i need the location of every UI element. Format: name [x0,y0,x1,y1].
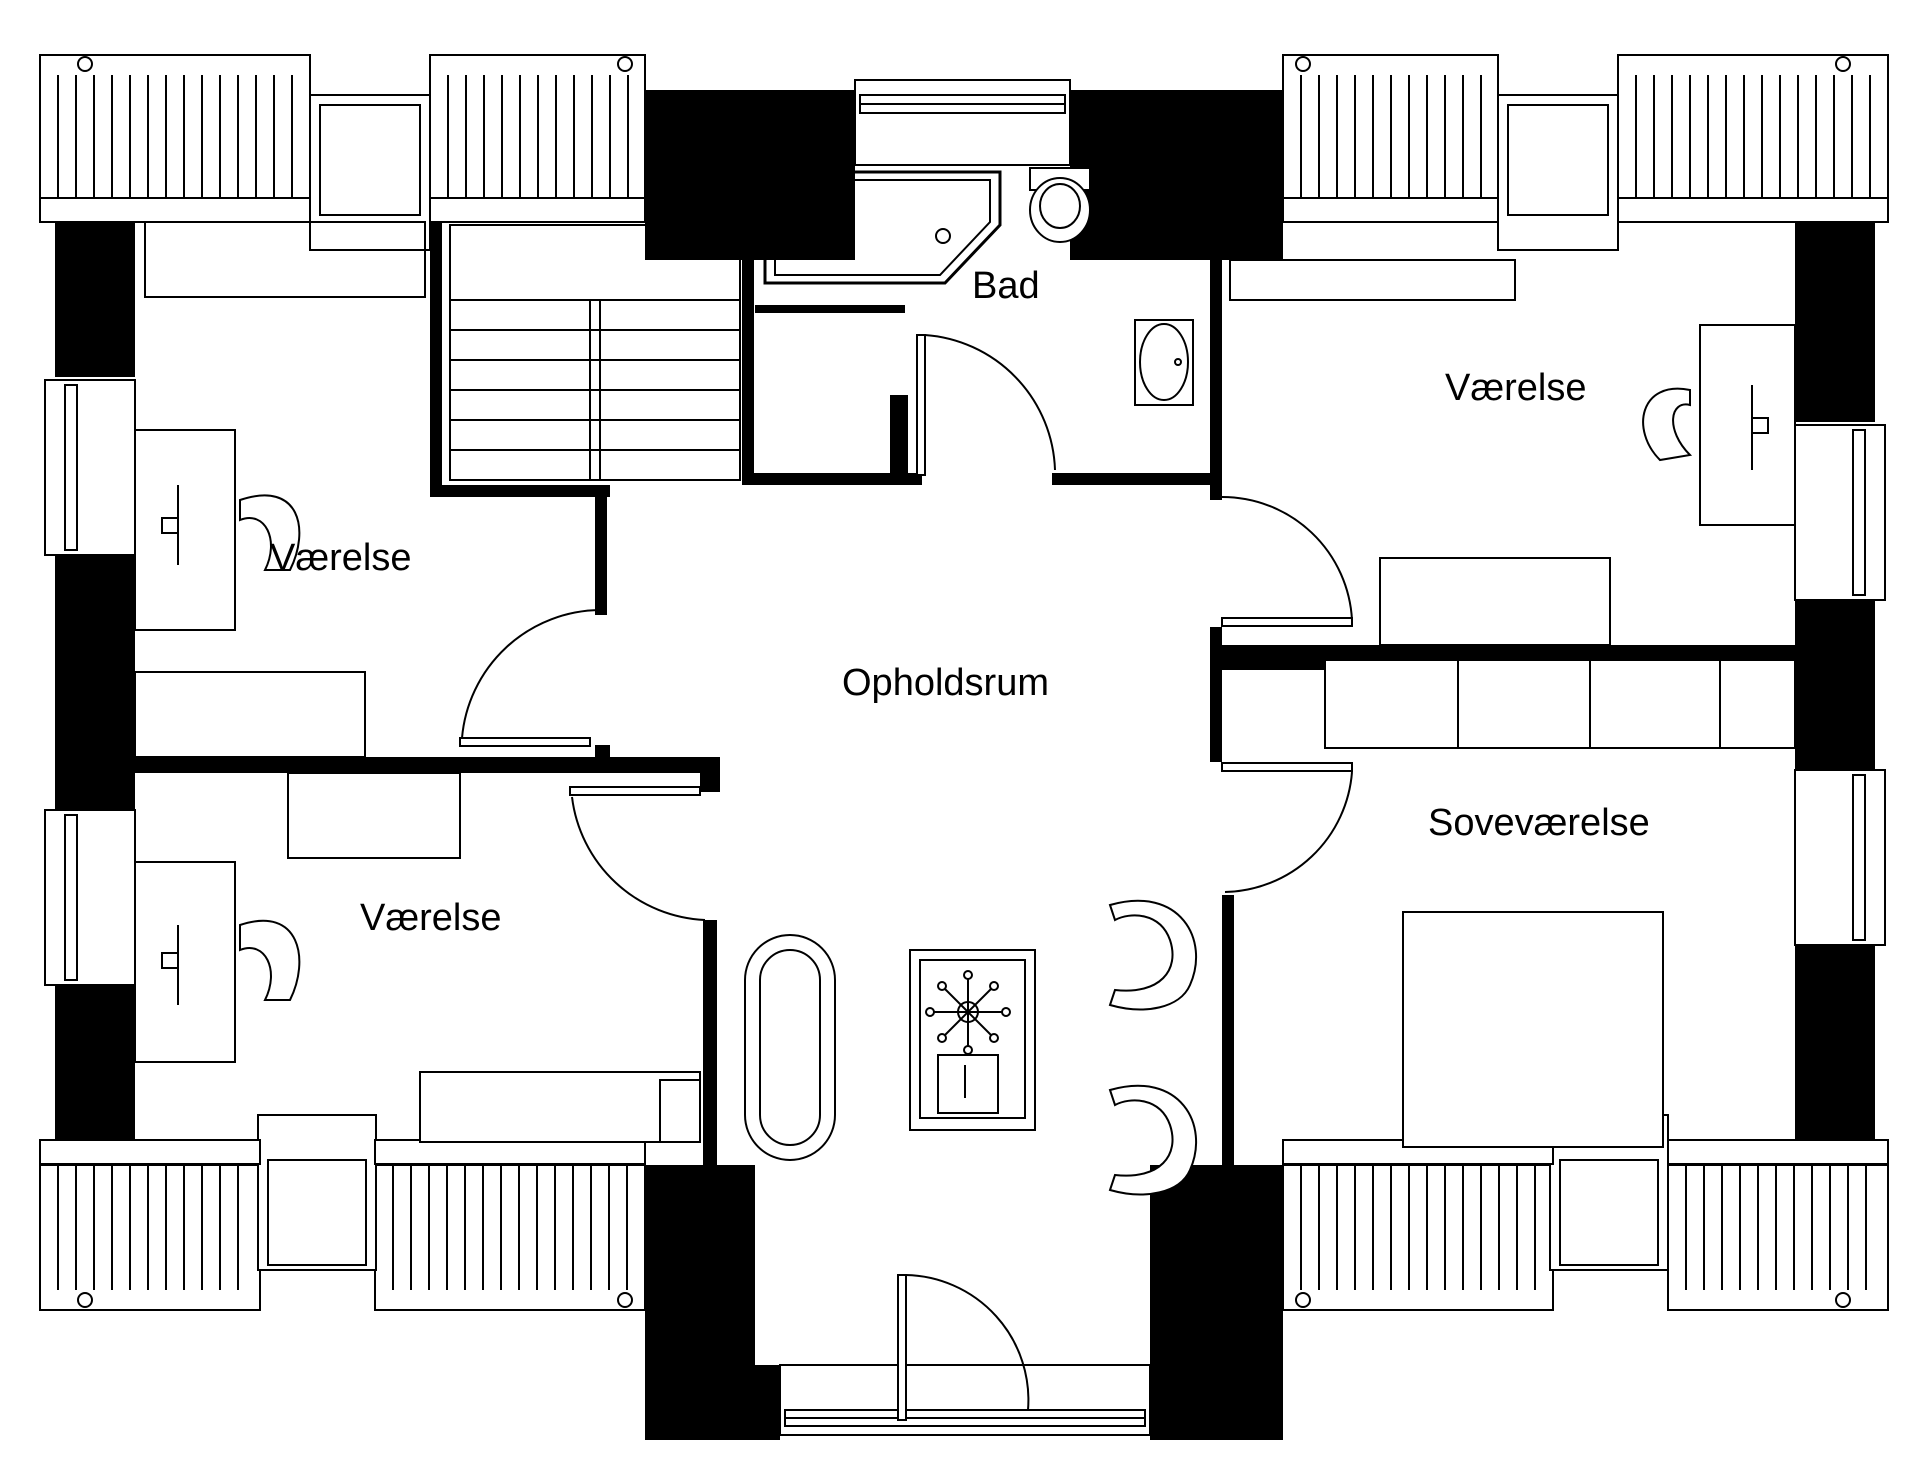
bath-fixtures [763,167,1194,406]
door-swings [459,334,1353,1421]
room-labels: Bad Værelse Værelse Værelse Opholdsrum S… [270,265,1650,939]
entrance-glazing [779,1364,1151,1436]
chandelier-icon [925,970,1011,1055]
furniture [134,221,1796,1196]
room-label-bath: Bad [972,265,1040,307]
room-label-bedroom: Soveværelse [1428,802,1650,844]
room-label-bottom-left: Værelse [360,897,502,939]
room-label-top-right: Værelse [1445,367,1587,409]
bottom-roof-slats [57,1166,1867,1290]
right-side-windows [1794,424,1886,946]
bath-window [854,79,1071,166]
room-label-living: Opholdsrum [842,662,1049,704]
staircase [449,224,741,481]
left-side-windows [44,379,136,986]
top-roof-slats [57,75,1871,198]
room-label-top-left: Værelse [270,537,412,579]
